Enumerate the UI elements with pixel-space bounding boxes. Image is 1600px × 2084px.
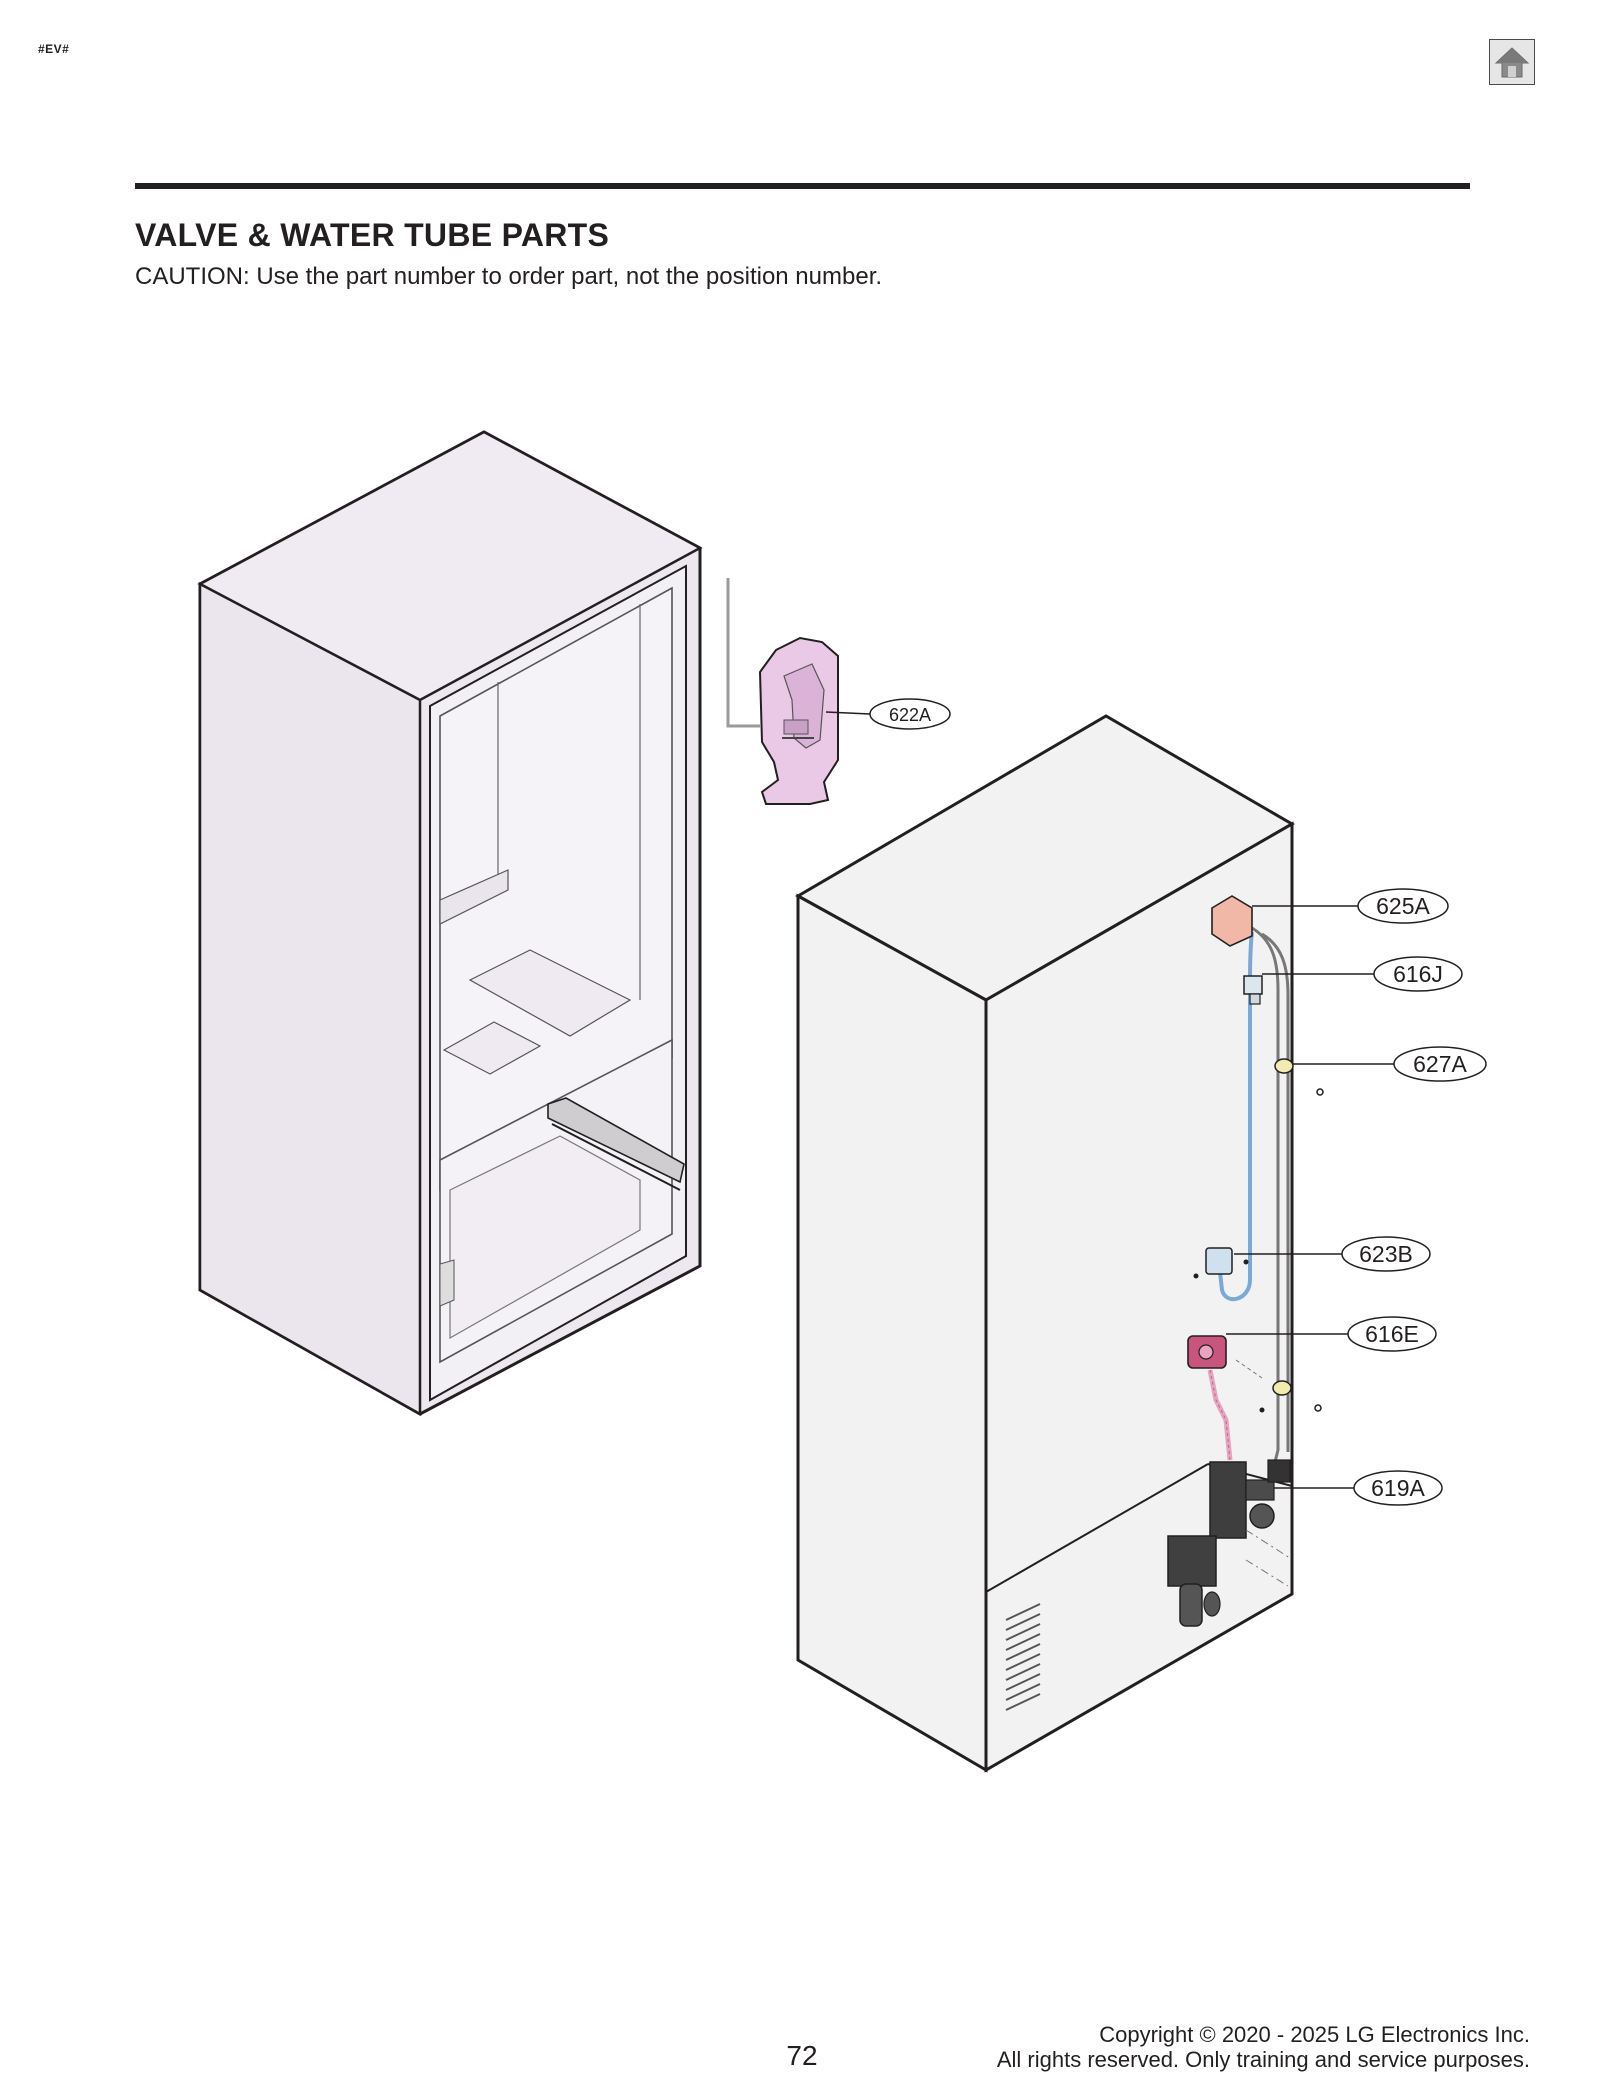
callout-627a: 627A: [1292, 1046, 1487, 1082]
callout-616e: 616E: [1226, 1316, 1437, 1352]
caution-note: CAUTION: Use the part number to order pa…: [135, 263, 883, 290]
front-refrigerator-illustration: [197, 430, 703, 1417]
callout-label-622a: 622A: [889, 705, 931, 725]
copyright-line-1: Copyright © 2020 - 2025 LG Electronics I…: [1099, 2022, 1530, 2047]
callout-625a: 625A: [1252, 888, 1449, 924]
callout-label-619a: 619A: [1371, 1475, 1425, 1501]
callout-label-625a: 625A: [1376, 893, 1430, 919]
copyright-line-2: All rights reserved. Only training and s…: [996, 2047, 1530, 2072]
page-number: 72: [786, 2040, 818, 2071]
home-button[interactable]: [1489, 39, 1535, 85]
page-title: VALVE & WATER TUBE PARTS: [135, 217, 610, 253]
callout-label-623b: 623B: [1359, 1241, 1413, 1267]
header-rule: [135, 183, 1470, 189]
callout-623b: 623B: [1234, 1236, 1431, 1272]
copyright-notice: Copyright © 2020 - 2025 LG Electronics I…: [997, 2022, 1530, 2072]
callout-619a: 619A: [1274, 1470, 1443, 1506]
home-icon: [1494, 47, 1530, 78]
document-code: #EV#: [38, 42, 70, 56]
callout-label-616e: 616E: [1365, 1321, 1419, 1347]
callout-label-616j: 616J: [1393, 961, 1443, 987]
callout-label-627a: 627A: [1413, 1051, 1467, 1077]
part-622a-illustration: [726, 578, 839, 805]
callout-622a: 622A: [825, 698, 951, 730]
callout-616j: 616J: [1262, 956, 1463, 992]
rear-refrigerator-illustration: [794, 714, 1324, 1773]
